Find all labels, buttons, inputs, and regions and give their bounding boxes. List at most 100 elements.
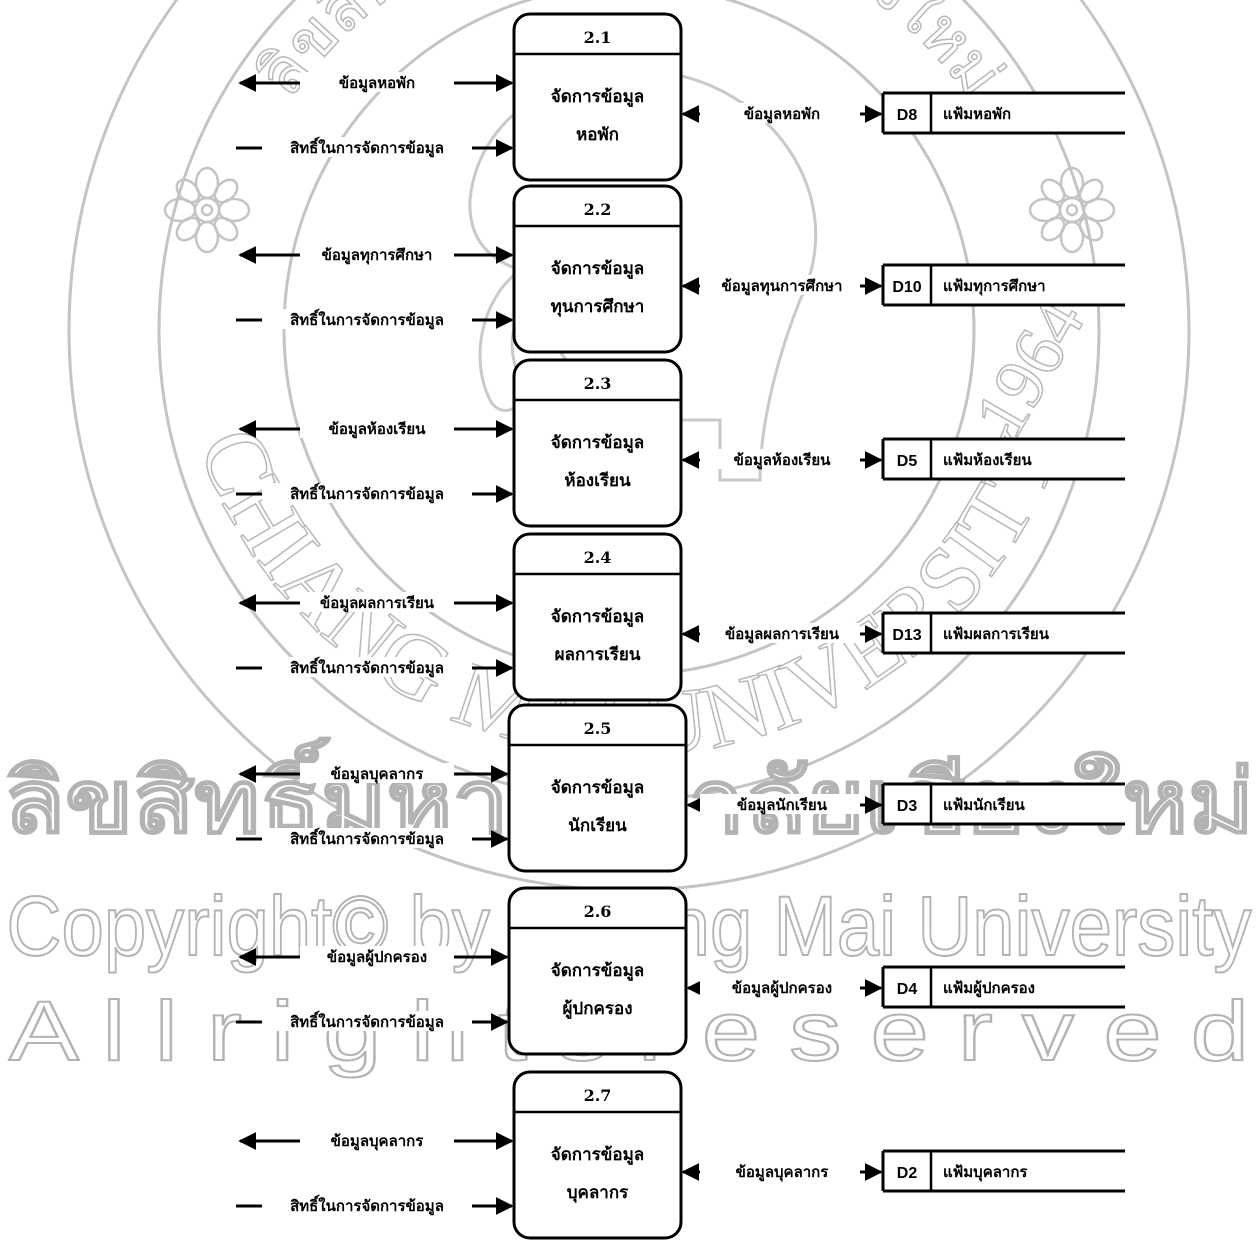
process-number: 2.7	[584, 1086, 612, 1105]
store-flow-label-bg	[700, 623, 860, 643]
info-flow-label: ข้อมูลผลการเรียน	[320, 594, 435, 613]
data-store-name: แฟ้มบุคลากร	[943, 1163, 1028, 1182]
rights-flow-label-bg	[262, 828, 472, 848]
data-store-id: D8	[897, 107, 918, 124]
data-store-name: แฟ้มห้องเรียน	[943, 451, 1032, 469]
info-flow-label-bg	[300, 946, 454, 966]
process-group-5: 2.5 จัดการข้อมูลนักเรียน ข้อมูลบุคลากรสิทธ…	[236, 703, 1125, 873]
info-flow-label-bg	[300, 418, 454, 438]
data-store-bg	[883, 265, 1123, 305]
store-flow-label: ข้อมูลทุนการศึกษา	[722, 277, 843, 296]
data-store-name: แฟ้มผู้ปกครอง	[943, 979, 1035, 998]
process-subject: นักเรียน	[568, 815, 627, 836]
process-title: จัดการข้อมูล	[551, 433, 644, 454]
rights-flow-label-bg	[262, 657, 472, 677]
store-flow-label: ข้อมูลผู้ปกครอง	[732, 979, 832, 998]
left-flower-ornament-icon	[163, 166, 251, 254]
data-store-name: แฟ้มทุการศึกษา	[943, 277, 1046, 296]
process-group-3: 2.3จัดการข้อมูลห้องเรียนข้อมูลห้องเรียนส…	[236, 358, 1125, 528]
process-box	[512, 184, 683, 354]
data-store-bg	[883, 1151, 1123, 1191]
process-number: 2.3	[584, 374, 612, 393]
process-title: จัดการข้อมูล	[551, 607, 644, 628]
process-number: 2.5	[584, 719, 612, 738]
data-store-name: แฟ้มนักเรียน	[943, 796, 1025, 814]
data-store-bg	[883, 967, 1123, 1007]
process-box	[507, 703, 688, 873]
process-group-7: 2.7 จัดการข้อมูลบุคลากร ข้อมูลบุคลากรสิทธิ…	[236, 1070, 1125, 1240]
rights-flow-label-bg	[262, 483, 472, 503]
rights-flow-label-bg	[262, 309, 472, 329]
store-flow-label: ข้อมูลบุคลากร	[736, 1163, 830, 1182]
process-number: 2.4	[584, 548, 612, 567]
store-flow-label-bg	[700, 103, 860, 123]
store-flow-label-bg	[700, 1161, 860, 1181]
process-group-1: 2.1 จัดการข้อมูลหอพัก ข้อมูลหอพักสิทธิ์ในก…	[236, 12, 1125, 182]
process-group-2: 2.2 จัดการข้อมูลทุนการศึกษา ข้อมูลทุการศึก…	[236, 184, 1125, 354]
data-store-id: D4	[897, 981, 918, 998]
rights-flow-label-bg	[262, 1011, 472, 1031]
data-store-id: D13	[892, 627, 921, 644]
data-store-id: D3	[897, 798, 918, 815]
info-flow-label: ข้อมูลบุคลากร	[331, 765, 425, 784]
process-title: จัดการข้อมูล	[551, 87, 644, 108]
data-store-bg	[883, 439, 1123, 479]
process-box	[512, 532, 683, 702]
process-subject: ทุนการศึกษา	[551, 297, 645, 317]
info-flow-label-bg	[300, 763, 454, 783]
process-title: จัดการข้อมูล	[551, 778, 644, 799]
info-flow-label-bg	[300, 72, 454, 92]
process-box	[512, 358, 683, 528]
rights-flow-label: สิทธิ์ในการจัดการข้อมูล	[290, 827, 444, 849]
data-store-name: แฟ้มหอพัก	[943, 105, 1011, 123]
info-flow-label-bg	[300, 1130, 454, 1150]
rights-flow-label: สิทธิ์ในการจัดการข้อมูล	[290, 1194, 444, 1216]
data-store-name: แฟ้มผลการเรียน	[943, 625, 1050, 643]
process-subject: หอพัก	[576, 125, 619, 145]
data-store-id: D2	[897, 1165, 918, 1182]
process-number: 2.2	[584, 200, 612, 219]
store-flow-label: ข้อมูลผลการเรียน	[725, 625, 840, 644]
data-store-id: D10	[892, 279, 921, 296]
process-box	[512, 12, 683, 182]
info-flow-label-bg	[300, 244, 454, 264]
process-box	[507, 886, 688, 1056]
info-flow-label: ข้อมูลหอพัก	[339, 74, 415, 93]
info-flow-label-bg	[300, 592, 454, 612]
rights-flow-label: สิทธิ์ในการจัดการข้อมูล	[290, 136, 444, 158]
data-store-bg	[883, 613, 1123, 653]
rights-flow-label: สิทธิ์ในการจัดการข้อมูล	[290, 1010, 444, 1032]
info-flow-label: ข้อมูลบุคลากร	[331, 1132, 425, 1151]
process-number: 2.1	[584, 28, 612, 47]
process-number: 2.6	[584, 902, 612, 921]
store-flow-label: ข้อมูลนักเรียน	[737, 796, 828, 815]
store-flow-label-bg	[700, 977, 860, 997]
rights-flow-label: สิทธิ์ในการจัดการข้อมูล	[290, 308, 444, 330]
process-subject: ผลการเรียน	[555, 644, 641, 665]
process-subject: ผู้ปกครอง	[562, 999, 632, 1020]
right-flower-ornament-icon	[1028, 166, 1116, 254]
process-group-4: 2.4 จัดการข้อมูลผลการเรียน ข้อมูลผลการเรีย…	[236, 532, 1125, 702]
rights-flow-label: สิทธิ์ในการจัดการข้อมูล	[290, 656, 444, 678]
data-store-bg	[883, 93, 1123, 133]
process-title: จัดการข้อมูล	[551, 259, 644, 280]
store-flow-label-bg	[700, 275, 860, 295]
store-flow-label: ข้อมูลห้องเรียน	[734, 451, 832, 470]
info-flow-label: ข้อมูลผู้ปกครอง	[327, 948, 427, 967]
process-title: จัดการข้อมูล	[551, 1145, 644, 1166]
process-group-6: 2.6 จัดการข้อมูลผู้ปกครอง ข้อมูลผู้ปกครองส…	[236, 886, 1125, 1056]
rights-flow-label-bg	[262, 1195, 472, 1215]
process-box	[512, 1070, 683, 1240]
store-flow-label-bg	[700, 794, 860, 814]
info-flow-label: ข้อมูลห้องเรียน	[329, 420, 427, 439]
info-flow-label: ข้อมูลทุการศึกษา	[322, 246, 433, 265]
rights-flow-label-bg	[262, 137, 472, 157]
process-subject: ห้องเรียน	[564, 470, 631, 491]
data-store-id: D5	[897, 453, 918, 470]
process-subject: บุคลากร	[567, 1183, 629, 1203]
data-store-bg	[883, 784, 1123, 824]
process-title: จัดการข้อมูล	[551, 961, 644, 982]
store-flow-label-bg	[700, 449, 860, 469]
